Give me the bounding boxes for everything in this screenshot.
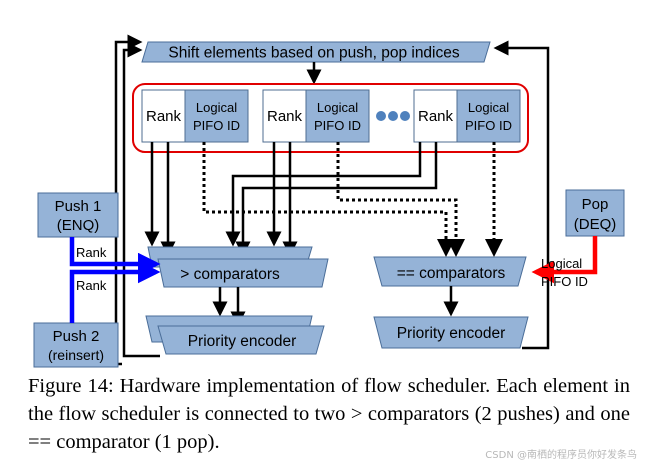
push1-rank-label: Rank xyxy=(76,245,107,260)
eq-comparators-block: == comparators xyxy=(373,256,527,287)
push2-label-line2: (reinsert) xyxy=(48,347,104,363)
figure-caption: Figure 14: Hardware implementation of fl… xyxy=(28,375,630,453)
left-feedback-loop xyxy=(114,34,143,366)
shift-elements-label: Shift elements based on push, pop indice… xyxy=(168,45,459,62)
scheduler-entry-1: Rank Logical PIFO ID xyxy=(141,89,249,143)
rank-cell xyxy=(141,89,186,143)
left-priority-encoder-block: Priority encoder xyxy=(145,315,325,355)
rank-cell-label: Rank xyxy=(146,108,182,125)
pifo-id-label-line1: Logical xyxy=(196,100,237,115)
rank-cell-label: Rank xyxy=(267,108,303,125)
pop-block: Pop (DEQ) xyxy=(565,189,625,237)
rank-wire xyxy=(235,142,438,257)
rank-wire xyxy=(225,142,422,247)
push1-label-line1: Push 1 xyxy=(55,198,102,215)
rank-cell xyxy=(413,89,458,143)
gt-comparators-block: > comparators xyxy=(147,246,329,288)
pifo-id-wire xyxy=(336,142,465,257)
pifo-id-wire xyxy=(202,142,455,257)
pop-logical-label: Logical xyxy=(541,256,582,271)
gt-comparators-label: > comparators xyxy=(180,266,280,283)
left-feedback-loop-inner xyxy=(122,42,160,358)
pifo-id-cell xyxy=(456,89,521,143)
pop-label-line2: (DEQ) xyxy=(574,216,617,233)
shift-elements-block: Shift elements based on push, pop indice… xyxy=(141,41,491,63)
rank-cell-label: Rank xyxy=(418,108,454,125)
push1-label-line2: (ENQ) xyxy=(57,217,100,234)
watermark: CSDN @南栖的程序员你好发条鸟 xyxy=(485,450,637,461)
right-priority-encoder-block: Priority encoder xyxy=(373,316,529,349)
flow-scheduler-array-outline xyxy=(132,83,529,153)
flow-scheduler-diagram: Shift elements based on push, pop indice… xyxy=(33,34,625,368)
push2-rank-arrow xyxy=(69,260,161,323)
push1-block: Push 1 (ENQ) xyxy=(37,192,119,238)
left-priority-encoder-label: Priority encoder xyxy=(188,333,297,350)
pifo-id-label-line1: Logical xyxy=(468,100,509,115)
scheduler-entry-3: Rank Logical PIFO ID xyxy=(413,89,521,143)
pop-pifo-id-arrow xyxy=(531,236,598,284)
push2-rank-label: Rank xyxy=(76,278,107,293)
right-priority-encoder-label: Priority encoder xyxy=(397,325,506,342)
ellipsis-dots xyxy=(376,111,410,121)
push1-rank-arrow xyxy=(69,237,161,276)
pifo-id-label-line1: Logical xyxy=(317,100,358,115)
pop-pifo-id-label: PIFO ID xyxy=(541,274,588,289)
right-feedback-loop xyxy=(493,40,550,350)
push2-label-line1: Push 2 xyxy=(53,328,100,345)
rank-cell xyxy=(262,89,307,143)
scheduler-entry-2: Rank Logical PIFO ID xyxy=(262,89,370,143)
pop-label-line1: Pop xyxy=(582,196,609,213)
push2-block: Push 2 (reinsert) xyxy=(33,322,119,368)
eq-comparators-label: == comparators xyxy=(397,265,506,282)
pifo-id-label-line2: PIFO ID xyxy=(193,118,240,133)
pifo-id-cell xyxy=(305,89,370,143)
pifo-id-label-line2: PIFO ID xyxy=(465,118,512,133)
pifo-id-label-line2: PIFO ID xyxy=(314,118,361,133)
pifo-id-cell xyxy=(184,89,249,143)
